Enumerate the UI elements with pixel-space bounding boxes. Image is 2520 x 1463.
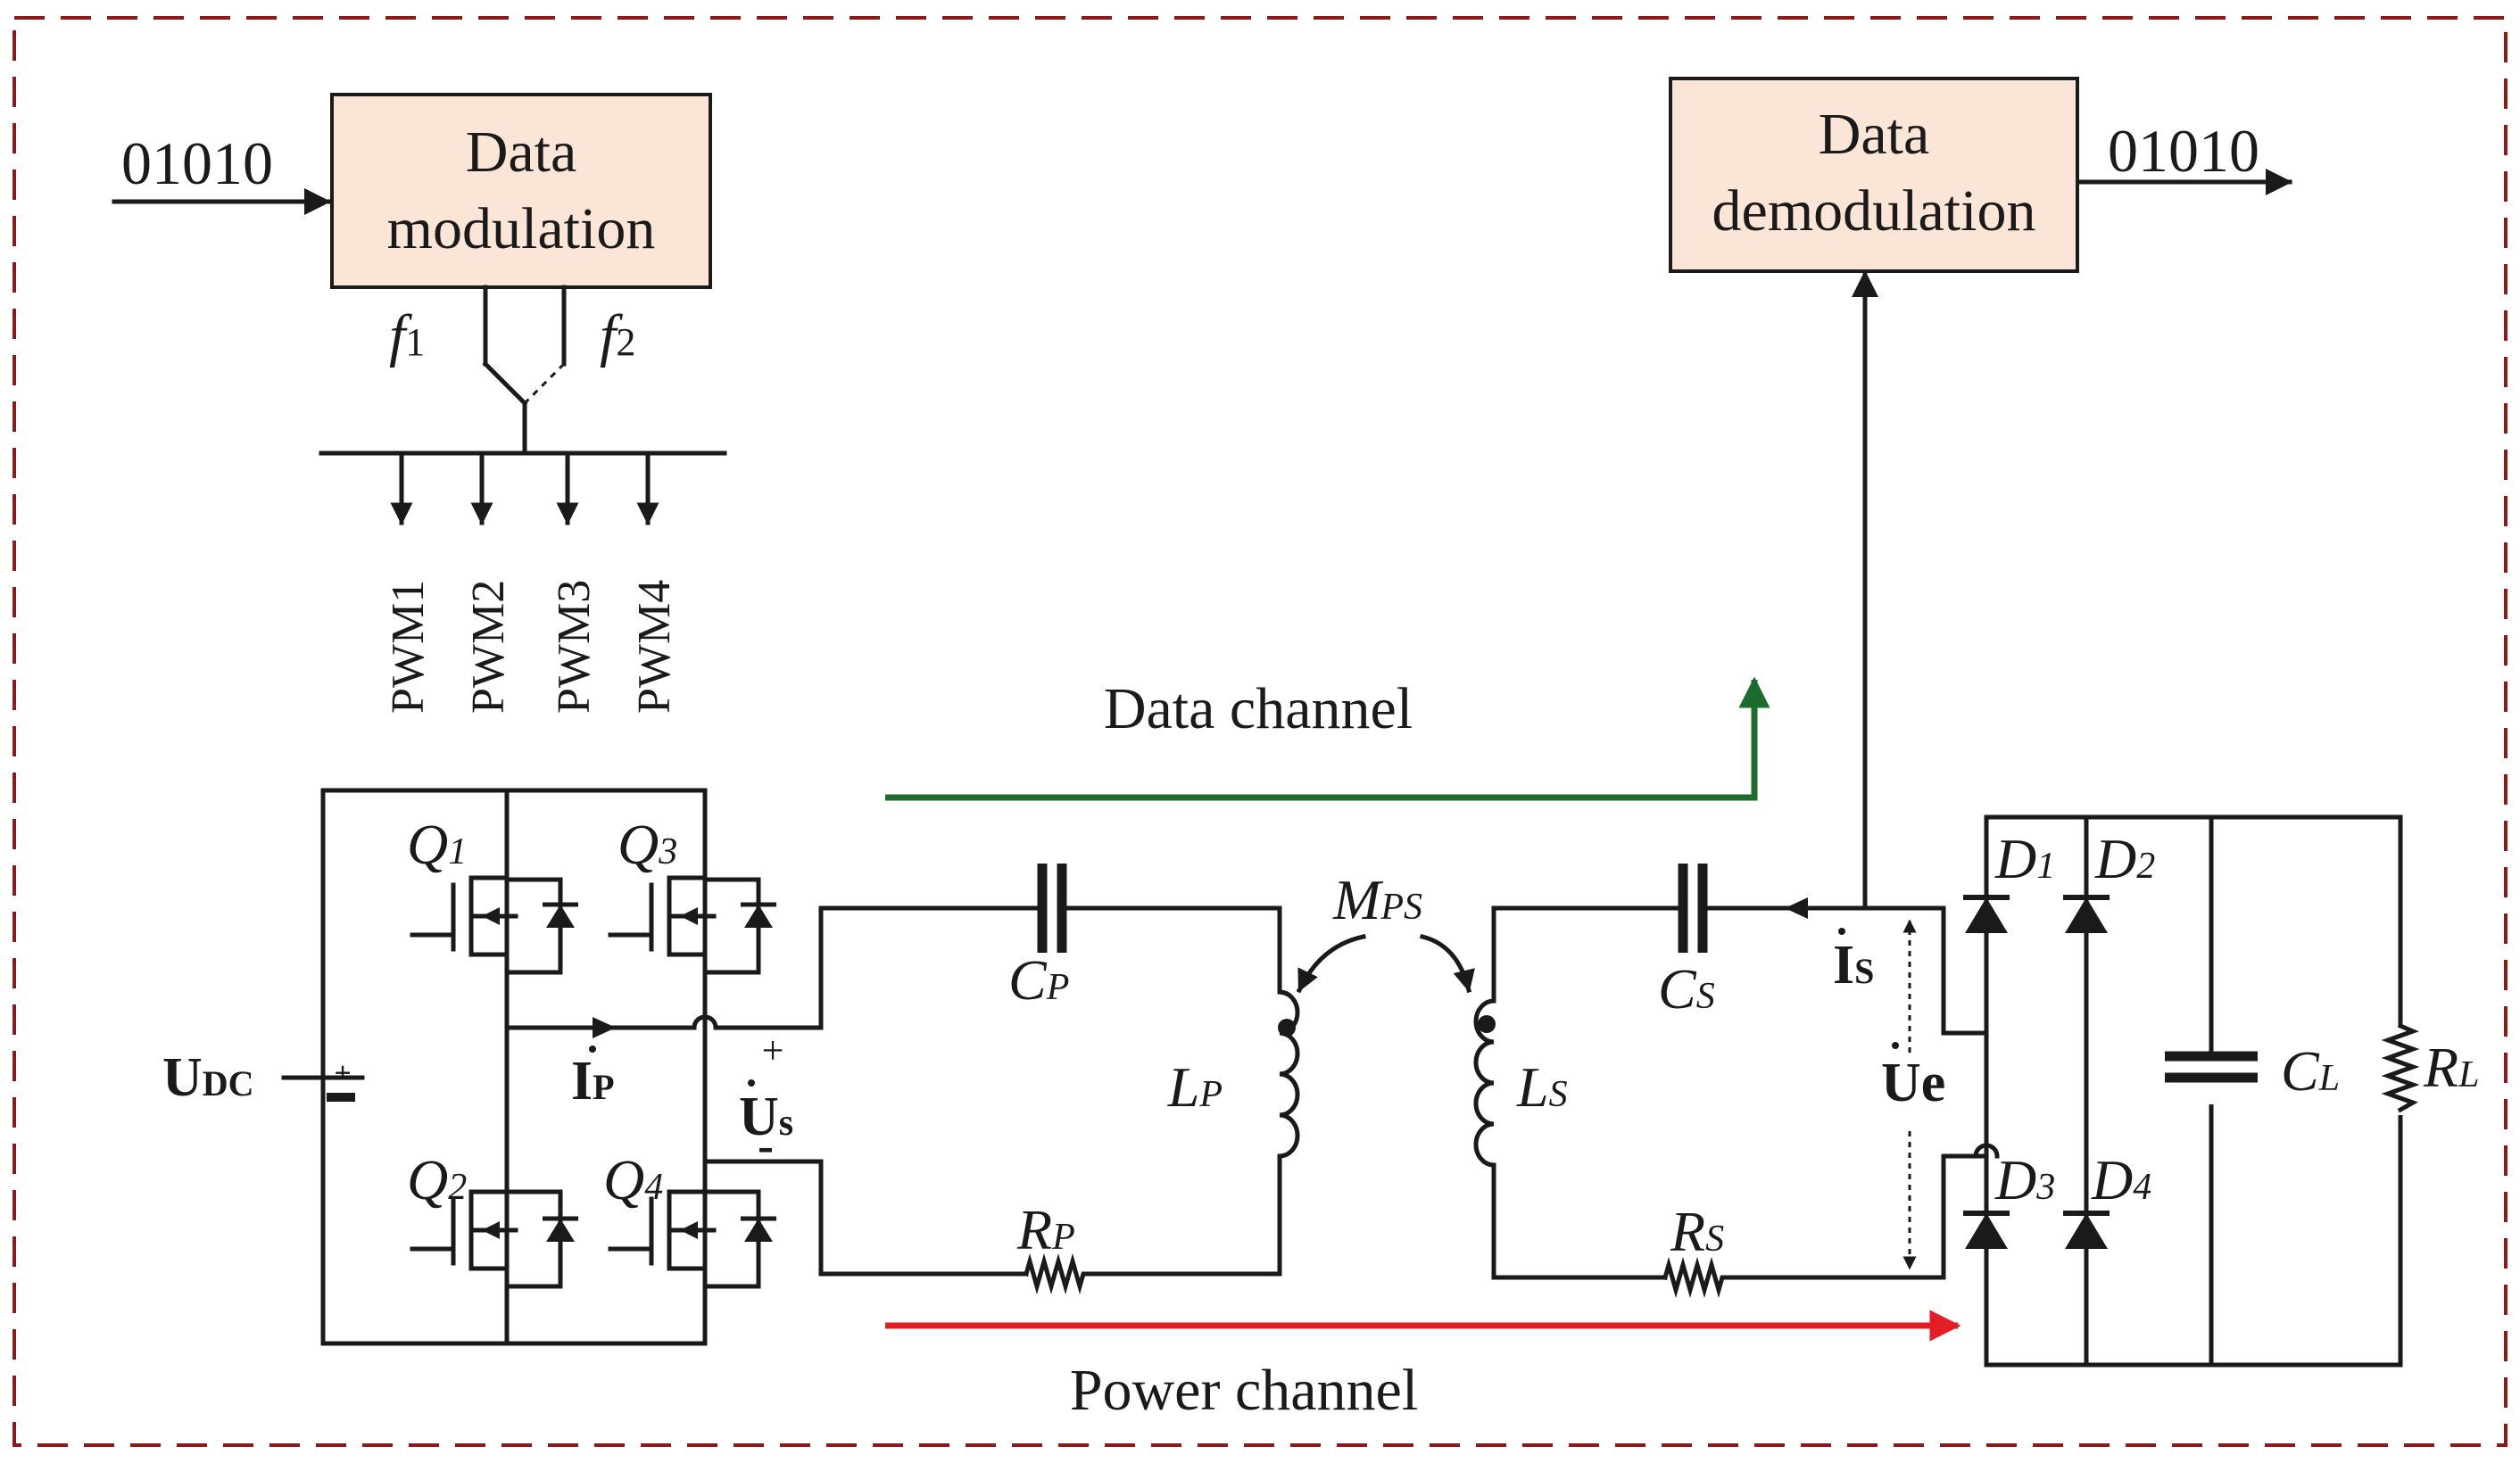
diode-d3: D3 (1963, 1148, 2055, 1249)
ls-inductor (1473, 905, 1496, 1168)
pwm4-label: PWM4 (629, 580, 680, 714)
rectifier-and-load: D1 D2 D3 D4 CL RL (1941, 814, 2479, 1368)
modulation-box-line2: modulation (387, 196, 656, 261)
rp-resistor (1023, 1252, 1282, 1295)
d4-label: D4 (2091, 1148, 2151, 1211)
ue-label: Ue (1881, 1053, 1945, 1113)
q2-label: Q2 (407, 1148, 467, 1211)
d1-label: D1 (1994, 827, 2055, 890)
demodulation-box-line2: demodulation (1712, 178, 2036, 244)
pwm1-label: PWM1 (383, 580, 434, 714)
f2-label: f2 (600, 303, 635, 368)
demodulation-box-line1: Data (1819, 102, 1930, 167)
full-bridge-inverter: + UDC Q1 Q3 Q2 Q4 (162, 788, 1038, 1346)
cs-label: CS (1658, 957, 1715, 1021)
us-plus: + (762, 1029, 784, 1072)
us-label: Us (739, 1087, 793, 1147)
data-channel-arrow (885, 676, 1770, 801)
f1-label: f1 (389, 303, 425, 368)
mosfet-q3: Q3 (608, 813, 776, 977)
secondary-resonant-tank: LS CS IS RS Ue (1473, 864, 1989, 1299)
data-channel-label: Data channel (1104, 676, 1413, 741)
pwm3-label: PWM3 (549, 580, 600, 714)
ip-label: IP (571, 1051, 615, 1112)
is-label: IS (1833, 935, 1874, 996)
mosfet-q4: Q4 (603, 1148, 776, 1291)
primary-resonant-tank: CP LP RP (1008, 864, 1300, 1295)
cp-label: CP (1008, 948, 1069, 1012)
input-bits-label: 01010 (121, 129, 273, 197)
mps-label: MPS (1332, 868, 1422, 931)
rp-label: RP (1016, 1198, 1075, 1261)
mutual-inductance: MPS (1296, 868, 1475, 994)
q4-label: Q4 (603, 1148, 663, 1211)
ls-label: LS (1516, 1055, 1568, 1119)
cl-label: CL (2281, 1039, 2340, 1103)
modulation-box-line1: Data (466, 120, 577, 185)
d3-label: D3 (1994, 1148, 2055, 1211)
data-demodulation-block: Data demodulation 01010 (1669, 77, 2292, 907)
q3-label: Q3 (618, 813, 677, 876)
demodulation-box (1669, 77, 2079, 273)
udc-plus: + (334, 1057, 351, 1090)
mosfet-q2: Q2 (407, 1148, 578, 1291)
power-channel-label: Power channel (1070, 1358, 1418, 1423)
us-minus: - (758, 1119, 774, 1172)
mosfet-q1: Q1 (407, 813, 578, 977)
rl-resistor (2381, 1022, 2420, 1113)
output-bits-label: 01010 (2108, 117, 2259, 185)
q1-label: Q1 (407, 813, 467, 876)
diode-d1: D1 (1963, 827, 2055, 933)
rl-label: RL (2423, 1036, 2479, 1099)
modulation-box (330, 93, 712, 289)
diode-d4: D4 (2063, 1148, 2151, 1249)
outer-frame (12, 16, 2508, 1447)
rs-label: RS (1670, 1200, 1724, 1263)
rs-resistor (1662, 1153, 1989, 1299)
pwm2-label: PWM2 (463, 580, 514, 714)
udc-label: UDC (162, 1047, 254, 1108)
data-modulation-block: 01010 Data modulation f1 f2 PWM1 PWM2 PW… (112, 93, 727, 714)
lp-label: LP (1167, 1055, 1223, 1119)
diode-d2: D2 (2063, 827, 2155, 933)
d2-label: D2 (2094, 827, 2155, 890)
